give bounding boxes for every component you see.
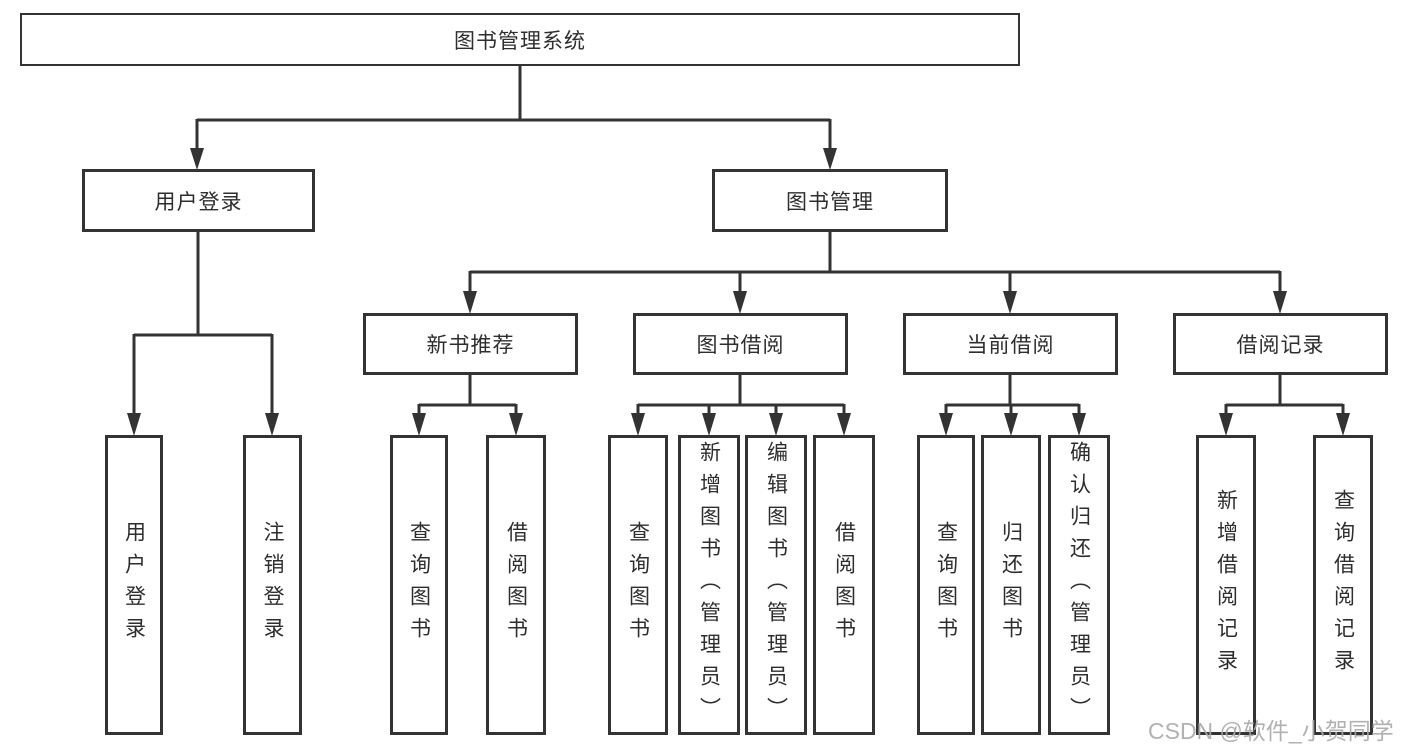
node-label: 用户登录 [154, 190, 243, 214]
connector-user-login [132, 232, 274, 416]
arrow-br-query [1336, 413, 1350, 436]
node-label: 图书借阅 [696, 334, 785, 357]
leaf-label: 查询借阅记录 [1331, 489, 1355, 681]
arrow-leaf-user-login [127, 413, 141, 436]
leaf-label: 查询图书 [934, 521, 958, 649]
leaf-label: 新增借阅记录 [1214, 489, 1238, 681]
leaf-label: 查询图书 [407, 521, 431, 649]
arrow-bb-add [702, 413, 716, 436]
arrow-book-borrow [733, 291, 747, 314]
leaf-bb-borrow-books: 借阅图书 [813, 435, 875, 735]
leaf-label: 借阅图书 [832, 521, 856, 649]
leaf-user-login: 用户登录 [105, 435, 163, 735]
leaf-label: 借阅图书 [504, 521, 528, 649]
leaf-logout: 注销登录 [243, 435, 302, 735]
leaf-label: 确认归还（管理员） [1067, 441, 1091, 729]
arrow-bb-edit [769, 413, 783, 436]
leaf-label: 新增图书（管理员） [697, 441, 721, 729]
node-book-borrow: 图书借阅 [633, 313, 848, 375]
arrowheads [127, 148, 1350, 436]
watermark-text: CSDN @软件_小贺同学 [1148, 718, 1394, 744]
connector-current-borrow [944, 375, 1081, 416]
leaf-bb-query-books: 查询图书 [608, 435, 668, 735]
connector-borrow-records [1224, 375, 1345, 416]
leaf-br-add-record: 新增借阅记录 [1196, 435, 1256, 735]
arrow-leaf-logout [265, 413, 279, 436]
arrow-cb-confirm [1072, 413, 1086, 436]
leaf-label: 归还图书 [999, 521, 1023, 649]
leaf-br-query-record: 查询借阅记录 [1313, 435, 1373, 735]
arrow-borrow-records [1273, 291, 1287, 314]
arrow-user-login-node [190, 148, 204, 170]
arrow-bb-borrow [837, 413, 851, 436]
node-label: 图书管理系统 [454, 29, 586, 53]
node-new-book-recommend: 新书推荐 [363, 313, 578, 375]
leaf-nbr-query-books: 查询图书 [390, 435, 448, 735]
node-label: 借阅记录 [1236, 334, 1325, 357]
leaf-nbr-borrow-books: 借阅图书 [486, 435, 546, 735]
arrow-new-book-recommend [463, 291, 477, 314]
leaf-cb-query-books: 查询图书 [917, 435, 975, 735]
connector-new-book-recommend [417, 375, 518, 416]
arrow-current-borrow [1003, 291, 1017, 314]
node-current-borrow: 当前借阅 [903, 313, 1118, 375]
node-system-root: 图书管理系统 [20, 13, 1020, 66]
connector-book-management [468, 232, 1282, 294]
arrow-book-management-node [823, 148, 837, 170]
leaf-label: 编辑图书（管理员） [764, 441, 788, 729]
arrow-bb-query [631, 413, 645, 436]
leaf-label: 注销登录 [261, 521, 284, 649]
leaf-bb-edit-books-admin: 编辑图书（管理员） [745, 435, 807, 735]
node-label: 当前借阅 [966, 334, 1055, 357]
node-borrow-records: 借阅记录 [1173, 313, 1388, 375]
leaf-cb-confirm-return-admin: 确认归还（管理员） [1048, 435, 1110, 735]
leaf-label: 用户登录 [122, 521, 146, 649]
node-label: 图书管理 [786, 190, 874, 214]
arrow-nbr-borrow [509, 413, 523, 436]
arrow-cb-query [939, 413, 953, 436]
node-label: 新书推荐 [426, 334, 515, 357]
arrow-cb-return [1004, 413, 1018, 436]
arrow-br-add [1219, 413, 1233, 436]
connector-book-borrow [636, 375, 846, 416]
leaf-bb-add-books-admin: 新增图书（管理员） [678, 435, 740, 735]
arrow-nbr-query [412, 413, 426, 436]
leaf-cb-return-books: 归还图书 [981, 435, 1041, 735]
leaf-label: 查询图书 [626, 521, 650, 649]
connector-root [195, 66, 832, 150]
node-user-login: 用户登录 [82, 169, 315, 232]
node-book-management: 图书管理 [712, 169, 948, 232]
